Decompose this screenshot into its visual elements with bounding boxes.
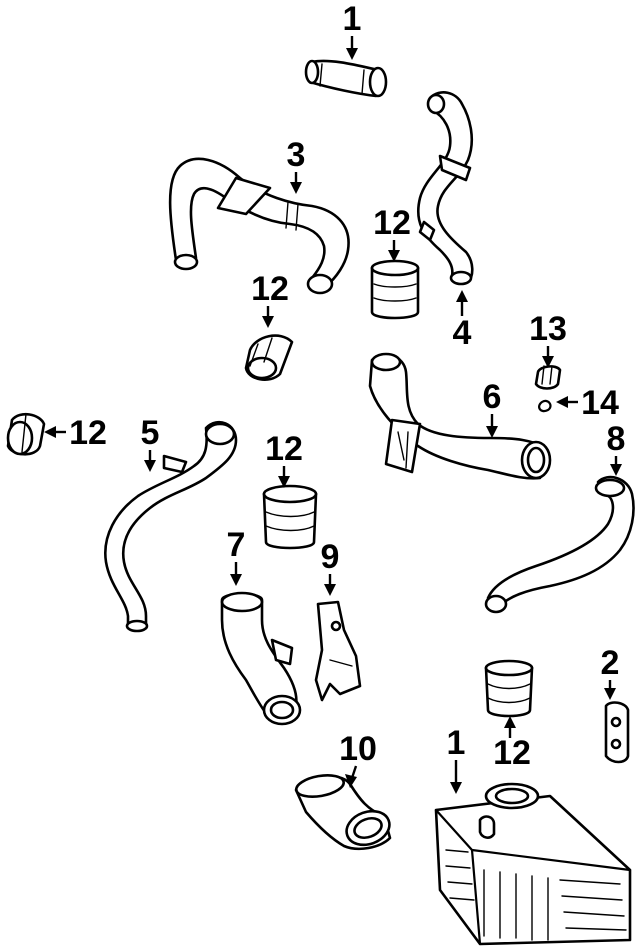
callout-4: 4 [453,314,472,352]
part-1-intercooler [434,782,632,946]
part-12-clamp-farleft [6,412,46,456]
callout-3: 3 [287,136,306,174]
callout-10: 10 [339,730,377,768]
callout-1: 1 [447,724,466,762]
callout-8: 8 [607,420,626,458]
part-4-hose [417,91,474,286]
part-12-clamp-centre [262,484,318,550]
part-5-hose [104,421,238,633]
part-13-sensor [534,365,562,390]
callout-labels: 1 3 12 4 12 13 14 6 12 5 12 8 7 9 2 10 1… [69,0,625,772]
part-2-bracket [604,701,630,764]
callout-14: 14 [581,384,619,422]
callout-12-centre: 12 [265,430,303,468]
callout-6: 6 [483,378,502,416]
part-6-duct [368,352,552,480]
part-12-clamp-left [244,334,294,381]
callout-12-top: 12 [373,204,411,242]
part-12-clamp-top [370,259,420,320]
part-10-duct [294,774,392,851]
part-8-hose [484,475,635,614]
callout-12-farleft: 12 [69,414,107,452]
callout-12-left: 12 [251,270,289,308]
callout-9: 9 [321,538,340,576]
part-7-elbow [220,591,302,726]
callout-2: 2 [601,644,620,682]
callout-13: 13 [529,310,567,348]
part-9-bracket [314,600,362,702]
callout-5: 5 [141,414,160,452]
callout-11: 1 [343,0,362,38]
callout-arrows [44,36,622,794]
callout-12-lower: 12 [493,734,531,772]
part-11-hose [304,59,388,98]
part-14-clip [538,399,552,413]
part-12-clamp-lower [484,659,534,718]
callout-7: 7 [227,526,246,564]
part-3-hose [168,157,350,295]
